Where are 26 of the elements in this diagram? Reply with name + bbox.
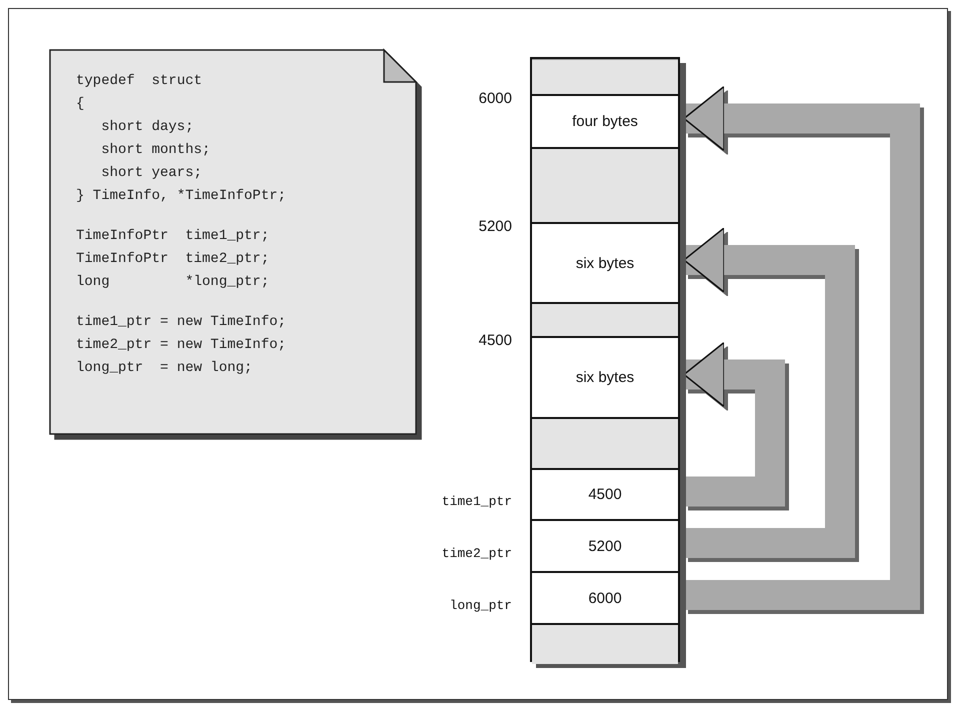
code-line: short months; xyxy=(101,142,210,159)
block-arrow xyxy=(683,342,785,506)
code-line: TimeInfoPtr time1_ptr; xyxy=(76,228,270,245)
code-line: long_ptr = new long; xyxy=(76,360,252,377)
address-label: 6000 xyxy=(478,90,512,107)
code-line: { xyxy=(76,96,84,113)
memory-cell xyxy=(532,302,678,336)
code-line: TimeInfoPtr time2_ptr; xyxy=(76,251,270,268)
block-arrow xyxy=(683,86,920,610)
variable-name: time2_ptr xyxy=(442,546,512,561)
memory-cell xyxy=(532,59,678,94)
block-arrow xyxy=(683,227,855,558)
address-label: 4500 xyxy=(478,332,512,349)
memory-cell xyxy=(532,417,678,468)
code-line: typedef struct xyxy=(76,73,202,90)
code-line: long *long_ptr; xyxy=(76,274,270,291)
address-label: 5200 xyxy=(478,218,512,235)
code-line: } TimeInfo, *TimeInfoPtr; xyxy=(76,188,286,205)
memory-cell xyxy=(532,623,678,664)
code-line: time2_ptr = new TimeInfo; xyxy=(76,337,286,354)
variable-name: time1_ptr xyxy=(442,494,512,509)
variable-name: long_ptr xyxy=(450,598,512,613)
memory-cell xyxy=(532,147,678,222)
code-line: time1_ptr = new TimeInfo; xyxy=(76,314,286,331)
code-line: short days; xyxy=(101,119,194,136)
code-line: short years; xyxy=(101,165,202,182)
